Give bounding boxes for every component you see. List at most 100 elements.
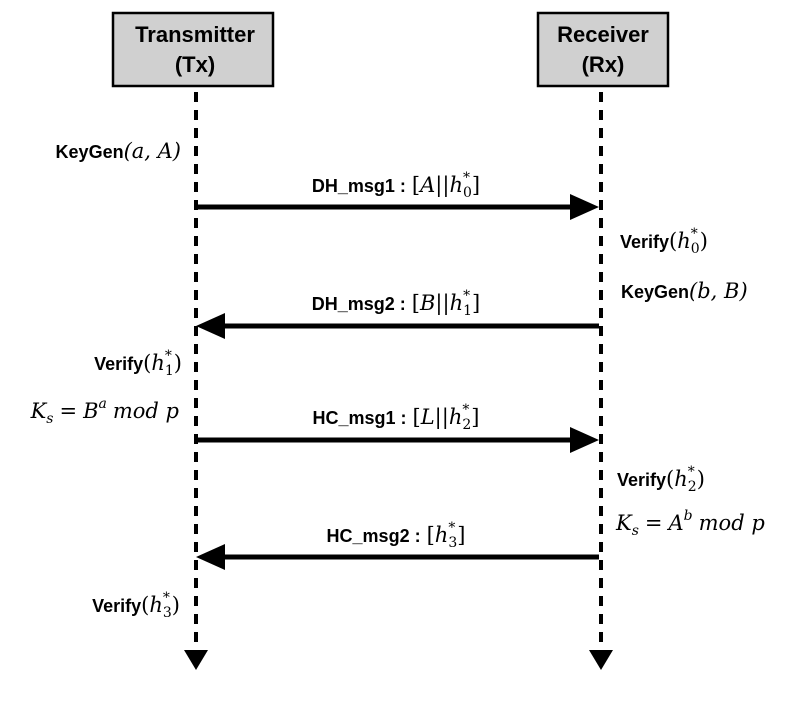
rx-ks-exp: b: [684, 508, 693, 524]
receiver-lifeline-arrow: [589, 650, 613, 670]
hc-msg2-label: HC_msg2 : [h*3]: [327, 520, 466, 551]
rx-shared-key: Ks =Ab mod p: [615, 508, 765, 539]
tx-verify1-h: h: [151, 351, 165, 375]
hc-msg1-label: HC_msg1 : [L||h*2]: [313, 402, 480, 433]
rx-verify2-sub: 2: [688, 479, 697, 495]
hc-msg1-lbrack: [: [413, 405, 421, 429]
tx-verify3-name: Verify: [92, 596, 141, 616]
receiver-abbrev: (Rx): [582, 52, 625, 77]
svg-text:KeyGen(a, A): KeyGen(a, A): [56, 139, 181, 163]
rx-verify0-sub: 0: [691, 241, 700, 257]
hc-msg2-lbrack: [: [427, 523, 435, 547]
rx-ks-lhs: K: [615, 511, 633, 535]
hc-msg2-arrowhead: [196, 544, 225, 570]
transmitter-lifeline-arrow: [184, 650, 208, 670]
hc-msg1-rbrack: ]: [471, 405, 479, 429]
tx-ks-lhs: K: [30, 399, 48, 423]
message-dh-msg1: DH_msg1 : [A||h*0]: [196, 170, 599, 220]
dh-msg1-star: *: [463, 170, 470, 186]
hc-msg2-rbrack: ]: [457, 523, 465, 547]
actor-receiver: Receiver (Rx): [536, 11, 670, 88]
rx-keygen: KeyGen(b, B): [621, 279, 748, 303]
rx-verify-0: Verify(h*0): [620, 226, 708, 257]
rx-verify2-star: *: [688, 464, 695, 480]
actor-transmitter: Transmitter (Tx): [111, 11, 275, 88]
tx-verify1-lparen: (: [143, 351, 151, 375]
dh-msg1-lbrack: [: [412, 173, 420, 197]
dh-msg1-body: A||h: [418, 173, 463, 198]
hc-msg2-name: HC_msg2 :: [327, 526, 421, 546]
tx-verify1-sub: 1: [165, 363, 174, 379]
tx-verify3-lparen: (: [141, 593, 149, 617]
tx-ks-tail: mod p: [113, 399, 179, 423]
dh-msg2-lbrack: [: [412, 291, 420, 315]
rx-ks-tail: mod p: [699, 511, 765, 535]
svg-text:Verify(h*0): Verify(h*0): [620, 226, 708, 257]
hc-msg2-sub: 3: [448, 535, 457, 551]
dh-msg2-sub: 1: [463, 303, 472, 319]
tx-verify3-star: *: [163, 590, 170, 606]
tx-verify-1: Verify(h*1): [94, 348, 182, 379]
transmitter-abbrev: (Tx): [175, 52, 215, 77]
dh-msg2-label: DH_msg2 : [B||h*1]: [312, 288, 480, 319]
tx-verify3-h: h: [149, 593, 163, 617]
transmitter-label: Transmitter: [135, 22, 255, 47]
rx-verify0-rparen: ): [700, 229, 708, 253]
tx-shared-key: Ks =Ba mod p: [30, 396, 179, 427]
hc-msg1-name: HC_msg1 :: [313, 408, 407, 428]
dh-msg1-name: DH_msg1 :: [312, 176, 406, 196]
dh-msg2-star: *: [463, 288, 470, 304]
hc-msg1-sub: 2: [462, 417, 471, 433]
hc-msg1-arrowhead: [570, 427, 599, 453]
dh-msg2-rbrack: ]: [472, 291, 480, 315]
message-dh-msg2: DH_msg2 : [B||h*1]: [196, 288, 599, 339]
hc-msg2-body: h: [435, 523, 449, 547]
tx-keygen: KeyGen(a, A): [56, 139, 181, 163]
receiver-box: [536, 11, 670, 88]
receiver-label: Receiver: [557, 22, 649, 47]
dh-msg1-rbrack: ]: [472, 173, 480, 197]
message-hc-msg2: HC_msg2 : [h*3]: [196, 520, 599, 570]
tx-verify-3: Verify(h*3): [92, 590, 180, 621]
rx-ks-eq: =: [645, 511, 663, 535]
rx-verify0-h: h: [677, 229, 691, 253]
dh-msg1-sub: 0: [463, 185, 472, 201]
hc-msg1-star: *: [462, 402, 469, 418]
transmitter-box: [111, 11, 275, 88]
hc-msg1-body: L||h: [420, 405, 463, 430]
rx-keygen-name: KeyGen: [621, 282, 689, 302]
svg-text:Verify(h*1): Verify(h*1): [94, 348, 182, 379]
tx-ks-exp: a: [99, 396, 107, 412]
rx-verify0-name: Verify: [620, 232, 669, 252]
tx-keygen-args: (a, A): [124, 139, 181, 163]
rx-verify-2: Verify(h*2): [617, 464, 705, 495]
rx-verify0-lparen: (: [669, 229, 677, 253]
svg-text:Verify(h*3): Verify(h*3): [92, 590, 180, 621]
dh-msg2-body: B||h: [419, 291, 463, 316]
rx-verify2-name: Verify: [617, 470, 666, 490]
tx-verify1-name: Verify: [94, 354, 143, 374]
rx-verify2-lparen: (: [666, 467, 674, 491]
rx-keygen-args: (b, B): [689, 279, 748, 303]
svg-text:KeyGen(b, B): KeyGen(b, B): [621, 279, 748, 303]
dh-msg1-arrowhead: [570, 194, 599, 220]
tx-ks-lhs-sub: s: [46, 411, 53, 427]
rx-ks-lhs-sub: s: [632, 523, 639, 539]
tx-ks-eq: =: [59, 399, 77, 423]
rx-verify2-rparen: ): [697, 467, 705, 491]
tx-ks-base: B: [82, 399, 98, 423]
rx-verify0-star: *: [691, 226, 698, 242]
tx-keygen-name: KeyGen: [56, 142, 124, 162]
tx-verify3-sub: 3: [163, 605, 172, 621]
svg-text:Verify(h*2): Verify(h*2): [617, 464, 705, 495]
rx-ks-base: A: [667, 511, 684, 535]
tx-verify1-star: *: [165, 348, 172, 364]
dh-msg2-name: DH_msg2 :: [312, 294, 406, 314]
dh-msg1-label: DH_msg1 : [A||h*0]: [312, 170, 480, 201]
tx-verify3-rparen: ): [172, 593, 180, 617]
rx-verify2-h: h: [674, 467, 688, 491]
message-hc-msg1: HC_msg1 : [L||h*2]: [196, 402, 599, 453]
